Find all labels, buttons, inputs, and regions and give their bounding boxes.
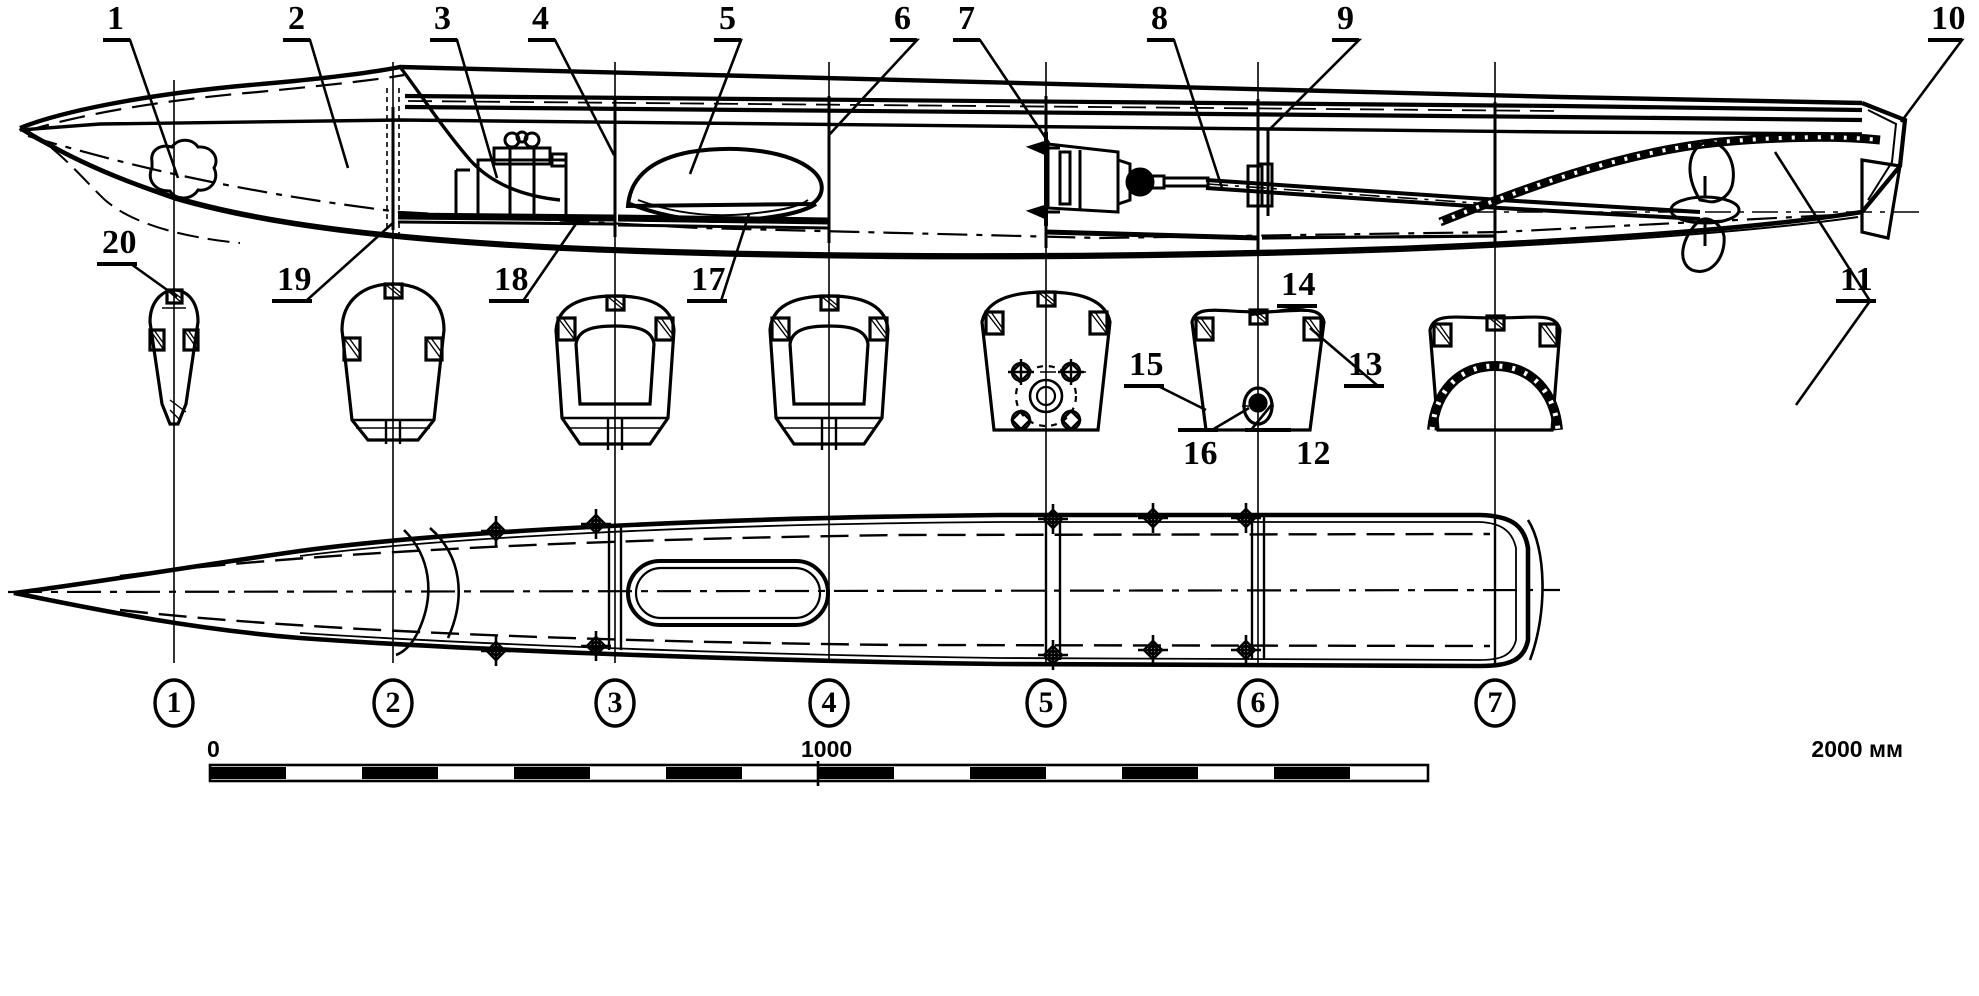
frame-section-6 <box>1190 308 1326 432</box>
frame-marker-4: 4 <box>821 686 837 719</box>
callout-label-19: 19 <box>277 261 312 298</box>
scale-tick-2000: 2000 мм <box>1811 736 1903 762</box>
callout-label-12: 12 <box>1296 435 1331 472</box>
callout-label-16: 16 <box>1183 435 1218 472</box>
callout-label-14: 14 <box>1281 266 1316 303</box>
callout-label-13: 13 <box>1348 346 1383 383</box>
callout-label-18: 18 <box>494 261 529 298</box>
callout-label-3: 3 <box>434 0 452 37</box>
frame-section-5 <box>980 290 1112 432</box>
plan-view <box>7 503 1561 670</box>
frame-marker-3: 3 <box>607 686 623 719</box>
callout-label-4: 4 <box>532 0 550 37</box>
frame-marker-7: 7 <box>1487 686 1503 719</box>
frame-marker-5: 5 <box>1038 686 1054 719</box>
frame-section-2 <box>340 282 446 444</box>
callout-label-15: 15 <box>1129 346 1164 383</box>
callout-label-9: 9 <box>1337 0 1355 37</box>
callout-label-7: 7 <box>958 0 976 37</box>
callout-label-8: 8 <box>1151 0 1169 37</box>
callout-label-5: 5 <box>719 0 737 37</box>
frame-sections-view <box>148 282 1563 450</box>
side-elevation-view <box>18 64 1920 273</box>
frame-section-7 <box>1427 314 1563 432</box>
frame-section-4 <box>768 294 890 450</box>
frame-marker-2: 2 <box>385 686 401 719</box>
frame-section-3 <box>554 294 676 450</box>
frame-marker-1: 1 <box>166 686 182 719</box>
fastener-marks <box>481 503 1261 670</box>
callout-label-1: 1 <box>107 0 125 37</box>
scale-tick-0: 0 <box>207 736 220 762</box>
scale-bar-graphic <box>208 761 1430 786</box>
callout-label-20: 20 <box>102 224 137 261</box>
station-lines <box>173 62 1496 663</box>
frame-marker-circles <box>153 678 1516 728</box>
frame-marker-6: 6 <box>1250 686 1266 719</box>
scale-tick-1000: 1000 <box>801 736 853 762</box>
callout-label-10: 10 <box>1931 0 1966 37</box>
callout-label-6: 6 <box>894 0 912 37</box>
callout-label-17: 17 <box>691 261 726 298</box>
callout-label-2: 2 <box>288 0 306 37</box>
callout-label-11: 11 <box>1840 261 1874 298</box>
frame-section-1 <box>148 288 200 426</box>
